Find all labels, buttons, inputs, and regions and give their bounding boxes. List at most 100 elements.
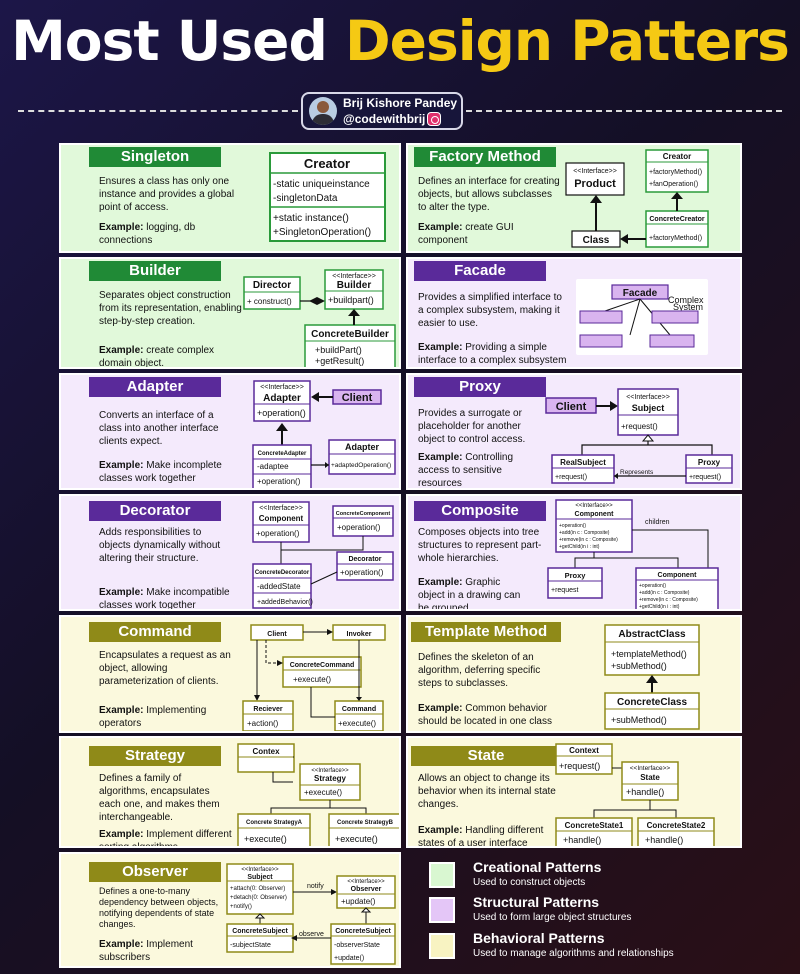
svg-text:+attach(0: Observer): +attach(0: Observer) — [230, 886, 285, 892]
svg-text:Client: Client — [267, 631, 287, 638]
svg-text:Contex: Contex — [252, 747, 280, 756]
svg-text:+operation(): +operation() — [257, 408, 306, 418]
svg-text:Observer: Observer — [351, 886, 382, 893]
decorator-uml-diagram: <<Interface>> Component +operation() Con… — [252, 501, 394, 609]
svg-text:ConcreteCommand: ConcreteCommand — [290, 662, 355, 669]
pattern-example: Example: create GUI component — [418, 222, 514, 246]
command-uml-diagram: Client Invoker ConcreteCommand +execute(… — [242, 624, 386, 731]
svg-text:+add(in c : Composite): +add(in c : Composite) — [639, 590, 690, 596]
svg-text:+request(): +request() — [555, 474, 587, 481]
legend-swatch — [429, 862, 455, 888]
pattern-example: Example: create complex domain object. — [99, 345, 215, 369]
svg-text:Concrete StrategyA: Concrete StrategyA — [246, 820, 303, 826]
svg-text:Invoker: Invoker — [347, 631, 372, 638]
class-name: Creator — [304, 156, 350, 171]
title-part-1: Most Used — [11, 9, 345, 73]
svg-text:+execute(): +execute() — [293, 675, 331, 684]
svg-text:+subMethod(): +subMethod() — [611, 715, 667, 725]
svg-text:<<Interface>>: <<Interface>> — [332, 273, 376, 280]
pattern-description: Separates object construction from its r… — [99, 290, 242, 327]
pattern-title: Singleton — [89, 147, 221, 167]
pattern-title: Composite — [414, 501, 546, 521]
pattern-description: Provides a simplified interface to a com… — [418, 292, 562, 329]
svg-text:+update(): +update() — [341, 897, 376, 906]
svg-text:Builder: Builder — [337, 280, 372, 291]
svg-text:Decorator: Decorator — [348, 556, 381, 563]
legend-title: Structural Patterns — [473, 894, 600, 910]
svg-text:ConcreteBuilder: ConcreteBuilder — [311, 329, 389, 340]
facade-diagram: Facade Complex System — [576, 279, 708, 355]
svg-text:<<Interface>>: <<Interface>> — [260, 384, 304, 391]
svg-text:+request(): +request() — [621, 422, 658, 431]
proxy-uml-diagram: Client <<Interface>> Subject +request() … — [545, 388, 733, 484]
svg-text:Reciever: Reciever — [253, 706, 282, 713]
svg-text:+factoryMethod(): +factoryMethod() — [649, 235, 702, 242]
svg-text:+update(): +update() — [334, 955, 364, 962]
svg-text:+operation(): +operation() — [337, 523, 381, 532]
legend-item-behavioral: Behavioral Patterns Used to manage algor… — [429, 929, 789, 963]
factory-method-uml-diagram: <<Interface>> Product Creator +factoryMe… — [565, 149, 709, 248]
svg-text:+getChild(in i : int): +getChild(in i : int) — [639, 604, 680, 610]
svg-text:Client: Client — [556, 401, 587, 413]
legend-subtitle: Used to form large object structures — [473, 912, 632, 923]
avatar — [309, 97, 337, 125]
pattern-title: Template Method — [411, 622, 561, 642]
svg-text:+remove(in c : Composite): +remove(in c : Composite) — [559, 537, 618, 543]
legend-item-creational: Creational Patterns Used to construct ob… — [429, 858, 789, 892]
svg-text:+request(): +request() — [689, 474, 721, 481]
svg-text:Proxy: Proxy — [698, 458, 721, 467]
pattern-example: Example: Controlling access to sensitive… — [418, 452, 514, 489]
svg-text:+adaptedOperation(): +adaptedOperation() — [331, 462, 391, 469]
pattern-description: Composes objects into tree structures to… — [418, 527, 542, 564]
pattern-example: Example: Make incomplete classes work to… — [99, 460, 222, 484]
card-decorator: Decorator Adds responsibilities to objec… — [59, 494, 401, 611]
svg-text:+subMethod(): +subMethod() — [611, 661, 667, 671]
pattern-title: Facade — [414, 261, 546, 281]
card-observer: Observer Defines a one-to-many dependenc… — [59, 852, 401, 968]
svg-text:<<Interface>>: <<Interface>> — [311, 768, 349, 774]
card-state: State Allows an object to change its beh… — [406, 736, 742, 848]
svg-text:<<Interface>>: <<Interface>> — [259, 505, 303, 512]
svg-text:Context: Context — [569, 746, 599, 755]
class-op: +static instance() — [273, 213, 349, 224]
pattern-description: Defines a one-to-many dependency between… — [99, 886, 219, 929]
svg-text:+execute(): +execute() — [244, 834, 287, 844]
svg-text:ConcreteSubject: ConcreteSubject — [335, 928, 391, 935]
svg-text:Subject: Subject — [247, 874, 273, 881]
author-badge[interactable]: Brij Kishore Pandey @codewithbrij — [301, 92, 463, 130]
svg-text:RealSubject: RealSubject — [560, 458, 606, 467]
pattern-example: Example: Graphic object in a drawing can… — [418, 577, 521, 611]
svg-text:ConcreteCreator: ConcreteCreator — [649, 216, 705, 223]
card-proxy: Proxy Provides a surrogate or placeholde… — [406, 373, 742, 490]
class-op: +SingletonOperation() — [273, 227, 371, 238]
pattern-example: Example: Handling different states of a … — [418, 825, 544, 848]
svg-text:Creator: Creator — [663, 152, 691, 161]
svg-text:+getResult(): +getResult() — [315, 356, 364, 366]
svg-text:+getChild(in i : int): +getChild(in i : int) — [559, 544, 600, 550]
pattern-title: Adapter — [89, 377, 221, 397]
instagram-icon[interactable] — [427, 112, 441, 126]
svg-text:+request(): +request() — [559, 761, 600, 771]
svg-text:Complex: Complex — [668, 295, 704, 305]
svg-text:<<Interface>>: <<Interface>> — [347, 879, 385, 885]
pattern-title: Strategy — [89, 746, 221, 766]
svg-text:Strategy: Strategy — [314, 774, 347, 783]
svg-text:+operation(): +operation() — [256, 529, 300, 538]
pattern-description: Encapsulates a request as an object, all… — [99, 650, 231, 687]
pattern-title: State — [411, 746, 561, 766]
card-strategy: Strategy Defines a family of algorithms,… — [59, 736, 401, 848]
svg-text:Represents: Represents — [620, 469, 654, 476]
page-title: Most Used Design Patters — [0, 0, 800, 88]
svg-text:+operation(): +operation() — [257, 477, 301, 486]
svg-text:+factoryMethod(): +factoryMethod() — [649, 169, 702, 176]
pattern-description: Ensures a class has only one instance an… — [99, 176, 235, 213]
svg-text:Component: Component — [575, 511, 615, 518]
adapter-uml-diagram: <<Interface>> Adapter +operation() Clien… — [252, 380, 396, 488]
svg-text:<<Interface>>: <<Interface>> — [575, 503, 613, 509]
state-uml-diagram: Context +request() <<Interface>> State +… — [555, 743, 715, 846]
svg-text:+operation(): +operation() — [639, 583, 666, 589]
svg-text:ConcreteAdapter: ConcreteAdapter — [258, 451, 307, 457]
svg-text:ConcreteState1: ConcreteState1 — [565, 821, 624, 830]
svg-text:+execute(): +execute() — [304, 788, 342, 797]
pattern-description: Defines a family of algorithms, encapsul… — [99, 773, 220, 823]
